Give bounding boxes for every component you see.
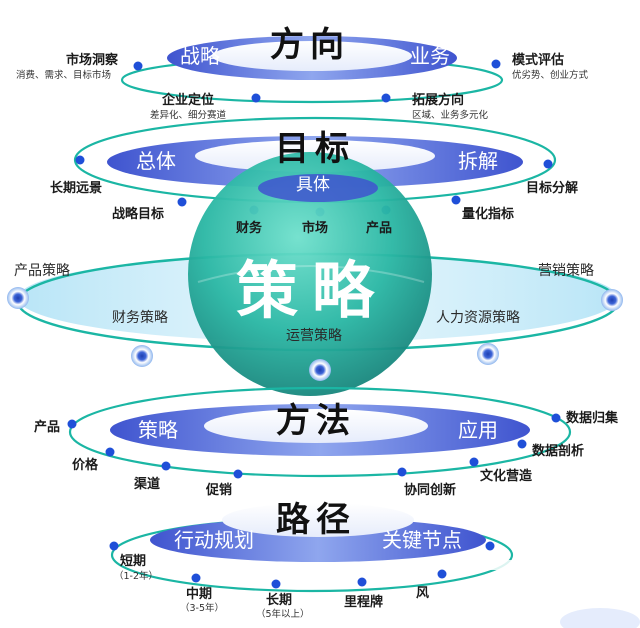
method-point-6: 文化营造: [480, 469, 533, 484]
path-dot-2: [191, 573, 201, 583]
direction-center-pill: [212, 41, 412, 71]
direction-dot-4: [491, 59, 501, 69]
method-left-band-label: 策略: [138, 418, 178, 442]
method-dot-4: [233, 469, 243, 479]
goal-dot-1: [75, 155, 85, 165]
path-dot-5: [437, 569, 447, 579]
path-left-band-label: 行动规划: [174, 528, 254, 552]
path-point-5-label: 风: [416, 586, 430, 601]
method-outer-ring: [68, 386, 572, 478]
method-point-1: 产品: [34, 420, 61, 435]
method-point-7: 数据剖析: [532, 444, 585, 459]
direction-dot-3: [381, 93, 391, 103]
strategy-item-product: 产品策略: [14, 263, 70, 279]
method-dot-6: [469, 457, 479, 467]
strategy-node-operation: [309, 359, 331, 381]
strategy-top-band: [258, 174, 378, 202]
path-point-3-sub: （5年以上）: [256, 609, 310, 620]
strategy-node-finance: [131, 345, 153, 367]
path-dot-4: [357, 577, 367, 587]
goal-point-1: 长期远景: [50, 181, 103, 196]
path-point-3-label: 长期: [266, 593, 293, 608]
goal-dot-6: [451, 195, 461, 205]
strategy-node-product: [7, 287, 29, 309]
goal-left-band-label: 总体: [136, 149, 176, 173]
direction-point-2-sub: 差异化、细分赛道: [150, 110, 227, 121]
path-dot-6: [485, 541, 495, 551]
direction-point-2-label: 企业定位: [162, 93, 215, 108]
goal-point-6: 量化指标: [462, 207, 515, 222]
tier-method: [67, 386, 572, 479]
direction-point-4-label: 模式评估: [512, 53, 565, 68]
strategy-item-marketing: 营销策略: [538, 263, 594, 279]
strategy-title: 策略: [236, 254, 389, 327]
method-point-4: 促销: [206, 483, 233, 498]
goal-dot-2: [177, 197, 187, 207]
strategy-item-hr: 人力资源策略: [436, 310, 520, 326]
direction-dot-2: [251, 93, 261, 103]
goal-point-2: 战略目标: [112, 207, 165, 222]
method-point-8: 数据归集: [566, 411, 619, 426]
direction-right-band-label: 业务: [410, 44, 450, 68]
goal-dot-7: [543, 159, 553, 169]
method-dot-5: [397, 467, 407, 477]
method-title: 方法: [276, 401, 356, 441]
direction-dot-1: [133, 61, 143, 71]
goal-center-band-label: 具体: [296, 175, 330, 195]
strategy-nodes: [7, 287, 623, 381]
goal-title: 目标: [275, 129, 355, 169]
goal-point-7: 目标分解: [526, 181, 579, 196]
path-point-1-label: 短期: [120, 554, 147, 569]
method-dot-3: [161, 461, 171, 471]
method-dot-8: [551, 413, 561, 423]
goal-point-4: 市场: [302, 221, 329, 236]
direction-title: 方向: [270, 25, 350, 65]
path-right-band-label: 关键节点: [382, 528, 462, 552]
method-dot-1: [67, 419, 77, 429]
tier-direction: [120, 36, 504, 104]
path-band: [150, 518, 486, 562]
goal-point-3: 财务: [236, 221, 263, 236]
next-tier-fragment: [560, 608, 640, 628]
tier-path: [109, 503, 640, 628]
path-point-1-sub: （1-2年）: [114, 571, 159, 582]
method-dot-2: [105, 447, 115, 457]
method-right-band-label: 应用: [458, 418, 498, 442]
goal-point-5: 产品: [366, 221, 393, 236]
method-point-2: 价格: [72, 458, 99, 473]
path-title: 路径: [276, 500, 356, 540]
strategy-sphere: [188, 152, 432, 396]
direction-point-4-sub: 优劣势、创业方式: [512, 70, 589, 81]
strategy-node-hr: [477, 343, 499, 365]
path-point-4-label: 里程牌: [344, 595, 384, 610]
strategy-node-marketing: [601, 289, 623, 311]
path-dot-1: [109, 541, 119, 551]
goal-right-band-label: 拆解: [458, 149, 498, 173]
method-point-3: 渠道: [134, 477, 161, 492]
path-dot-3: [271, 579, 281, 589]
strategy-item-finance: 财务策略: [112, 310, 168, 326]
method-dot-7: [517, 439, 527, 449]
direction-point-1-label: 市场洞察: [66, 53, 119, 68]
direction-point-3-sub: 区域、业务多元化: [412, 110, 489, 121]
strategy-item-operation: 运营策略: [286, 328, 342, 344]
path-center-pill: [222, 503, 414, 537]
direction-point-1-sub: 消费、需求、目标市场: [16, 70, 112, 81]
direction-left-band-label: 战略: [180, 44, 220, 68]
method-point-5: 协同创新: [404, 483, 457, 498]
direction-point-3-label: 拓展方向: [412, 93, 465, 108]
path-point-2-sub: （3-5年）: [180, 603, 225, 614]
tier-strategy: [7, 152, 623, 396]
path-point-2-label: 中期: [186, 587, 213, 602]
method-center-pill: [204, 409, 428, 443]
